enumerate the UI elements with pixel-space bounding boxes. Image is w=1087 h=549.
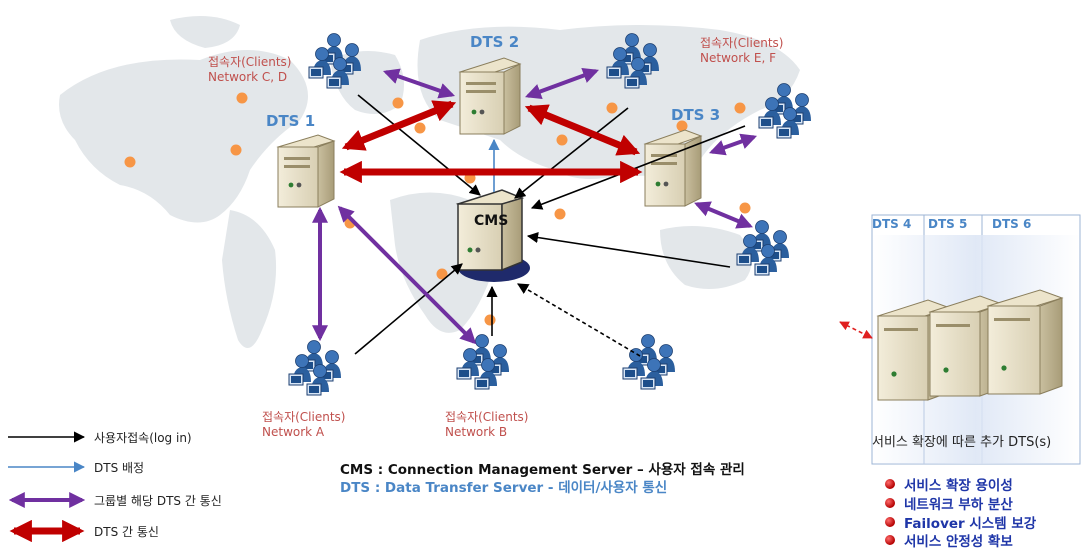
bullet-icon [885, 479, 895, 489]
clients-b-title: 접속자(Clients) [445, 410, 529, 424]
user-cluster-c-icon [622, 334, 675, 390]
clients-ef-network: Network E, F [700, 51, 777, 65]
benefit-item: 네트워크 부하 분산 [885, 493, 1013, 513]
cms-label: CMS [474, 213, 509, 229]
user-cluster-a-icon [288, 340, 341, 396]
expansion-caption: 서비스 확장에 따른 추가 DTS(s) [872, 435, 1052, 450]
dts3-label: DTS 3 [671, 106, 721, 124]
cms-definition: CMS : Connection Management Server – 사용자… [340, 462, 745, 478]
dts1-label: DTS 1 [266, 112, 316, 130]
benefit-text: 서비스 확장 용이성 [904, 478, 1013, 494]
clients-cd-title: 접속자(Clients) [208, 55, 292, 69]
benefit-item: 서비스 안정성 확보 [885, 530, 1013, 549]
clients-ef-title: 접속자(Clients) [700, 36, 784, 50]
bullet-icon [885, 517, 895, 527]
clients-a-network: Network A [262, 425, 325, 439]
dts2-label: DTS 2 [470, 33, 520, 51]
cms-server [455, 189, 530, 282]
legend-assign-label: DTS 배정 [94, 461, 145, 475]
client-clusters [288, 33, 811, 396]
group-arrows [312, 67, 758, 345]
benefit-item: 서비스 확장 용이성 [885, 474, 1013, 494]
clients-a-label: 접속자(Clients) Network A [262, 410, 345, 440]
expansion-link-arrow [839, 321, 873, 339]
dts-definition: DTS : Data Transfer Server - 데이터/사용자 통신 [340, 480, 668, 496]
dts2-server [458, 57, 522, 135]
clients-b-label: 접속자(Clients) Network B [445, 410, 528, 440]
user-cluster-b-icon [456, 334, 509, 390]
inter-dts-arrows [339, 100, 643, 184]
legend-group-label: 그룹별 해당 DTS 간 통신 [94, 494, 222, 508]
user-cluster-ef-icon [606, 33, 659, 89]
benefit-text: 네트워크 부하 분산 [904, 497, 1013, 513]
bullet-icon [885, 535, 895, 545]
benefit-text: Failover 시스템 보강 [904, 516, 1037, 532]
dts1-server [276, 134, 336, 208]
clients-b-network: Network B [445, 425, 508, 439]
legend-inter-dts-label: DTS 간 통신 [94, 525, 159, 539]
bullet-icon [885, 498, 895, 508]
user-cluster-right-icon [736, 220, 789, 276]
dts5-label: DTS 5 [928, 217, 968, 231]
clients-a-title: 접속자(Clients) [262, 410, 346, 424]
legend-login-label: 사용자접속(log in) [94, 431, 192, 445]
user-cluster-cd-icon [308, 33, 361, 89]
clients-cd-label: 접속자(Clients) Network C, D [208, 55, 291, 85]
dts4-label: DTS 4 [872, 217, 912, 231]
expansion-panel [871, 214, 1081, 465]
benefit-text: 서비스 안정성 확보 [904, 534, 1013, 549]
dts3-server [643, 129, 703, 207]
clients-ef-label: 접속자(Clients) Network E, F [700, 36, 783, 66]
legend-samples [8, 431, 86, 543]
dts6-label: DTS 6 [992, 217, 1032, 231]
user-cluster-e-icon [758, 83, 811, 139]
benefit-item: Failover 시스템 보강 [885, 512, 1036, 532]
clients-cd-network: Network C, D [208, 70, 288, 84]
